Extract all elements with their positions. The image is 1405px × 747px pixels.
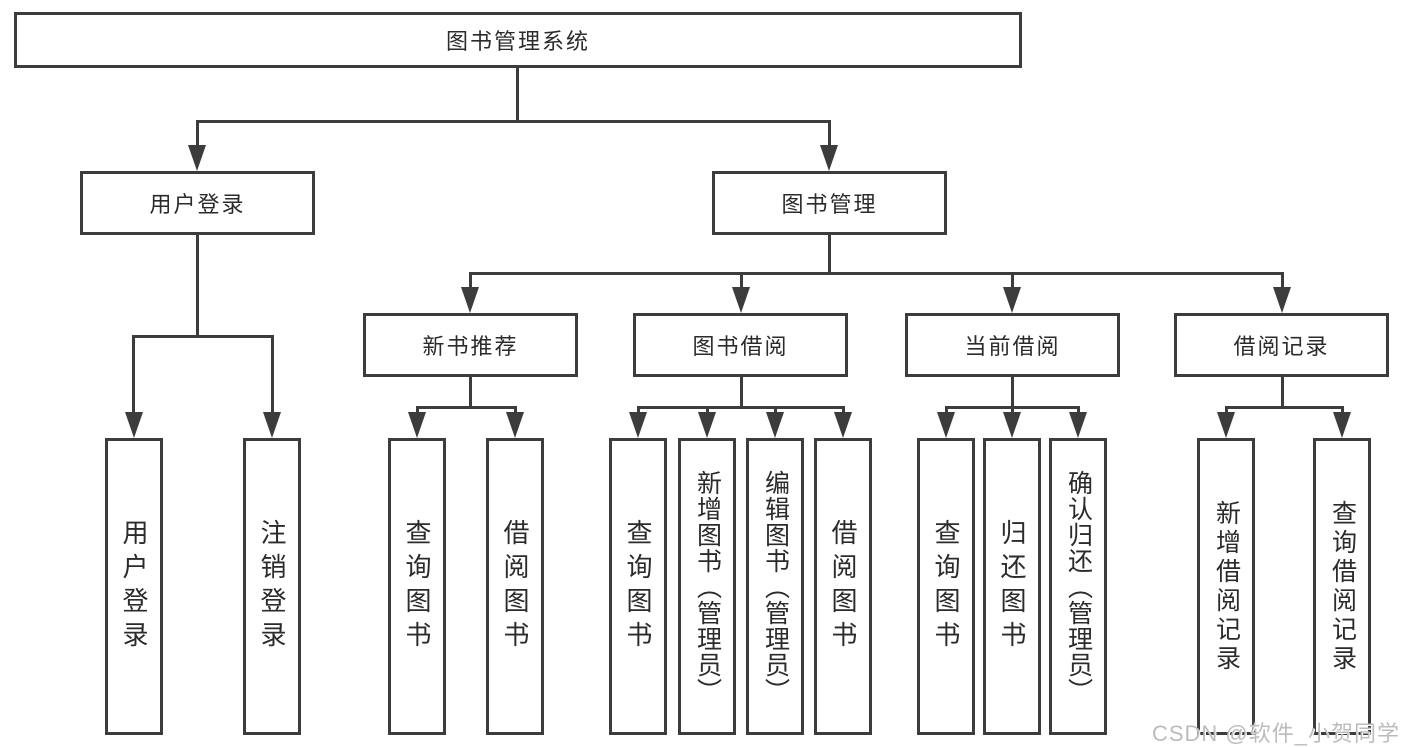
arrowhead-icon (263, 412, 281, 438)
connector-line (271, 335, 274, 415)
leaf-query-borrow-record: 查询借阅记录 (1313, 438, 1371, 735)
node-book-management: 图书管理 (712, 171, 947, 235)
connector-line (1077, 406, 1080, 416)
node-label: 借阅图书 (828, 518, 858, 655)
arrowhead-icon (834, 412, 852, 438)
leaf-return-books: 归还图书 (983, 438, 1041, 735)
arrowhead-icon (629, 412, 647, 438)
connector-line (1011, 272, 1014, 291)
arrowhead-icon (820, 145, 838, 171)
node-label: 图书管理 (781, 192, 878, 217)
node-label: 查询图书 (402, 518, 432, 655)
connector-line (196, 120, 831, 123)
connector-line (1011, 406, 1014, 416)
arrowhead-icon (506, 412, 524, 438)
connector-line (637, 406, 640, 416)
connector-line (842, 406, 845, 416)
node-label: 用户登录 (149, 192, 246, 217)
arrowhead-icon (937, 412, 955, 438)
node-label: 新增借阅记录 (1212, 499, 1241, 674)
arrowhead-icon (766, 412, 784, 438)
node-label: 确认归还（管理员） (1064, 469, 1093, 704)
arrowhead-icon (125, 412, 143, 438)
connector-line (514, 406, 517, 416)
arrowhead-icon (732, 287, 750, 313)
leaf-add-books-admin: 新增图书（管理员） (678, 438, 736, 735)
arrowhead-icon (408, 412, 426, 438)
leaf-logout: 注销登录 (243, 438, 301, 735)
connector-line (469, 377, 472, 409)
node-label: 借阅记录 (1233, 334, 1330, 359)
node-label: 查询借阅记录 (1328, 499, 1357, 674)
node-user-login: 用户登录 (80, 171, 315, 235)
leaf-borrow-books-recommend: 借阅图书 (486, 438, 544, 735)
connector-line (132, 335, 274, 338)
arrowhead-icon (461, 287, 479, 313)
node-label: 新书推荐 (422, 334, 519, 359)
node-label: 用户登录 (119, 518, 149, 655)
node-library-management-system: 图书管理系统 (14, 12, 1022, 68)
connector-line (196, 235, 199, 338)
node-label: 当前借阅 (964, 334, 1061, 359)
arrowhead-icon (1003, 412, 1021, 438)
node-book-borrow: 图书借阅 (633, 313, 848, 377)
leaf-query-books-recommend: 查询图书 (388, 438, 446, 735)
node-label: 归还图书 (997, 518, 1027, 655)
connector-line (740, 377, 743, 409)
node-current-borrow: 当前借阅 (905, 313, 1120, 377)
node-label: 新增图书（管理员） (693, 469, 722, 704)
arrowhead-icon (1003, 287, 1021, 313)
connector-line (828, 120, 831, 148)
connector-line (1281, 272, 1284, 291)
node-label: 查询图书 (623, 518, 653, 655)
arrowhead-icon (1273, 287, 1291, 313)
connector-line (469, 272, 1284, 275)
node-label: 图书管理系统 (445, 29, 590, 54)
leaf-borrow-books: 借阅图书 (814, 438, 872, 735)
connector-line (945, 406, 948, 416)
leaf-confirm-return-admin: 确认归还（管理员） (1049, 438, 1107, 735)
connector-line (1225, 406, 1228, 416)
node-borrow-records: 借阅记录 (1174, 313, 1389, 377)
arrowhead-icon (188, 145, 206, 171)
node-label: 借阅图书 (500, 518, 530, 655)
connector-line (416, 406, 419, 416)
arrowhead-icon (698, 412, 716, 438)
node-label: 查询图书 (931, 518, 961, 655)
leaf-user-login: 用户登录 (105, 438, 163, 735)
arrowhead-icon (1333, 412, 1351, 438)
connector-line (828, 235, 831, 275)
connector-line (740, 272, 743, 291)
arrowhead-icon (1217, 412, 1235, 438)
arrowhead-icon (1069, 412, 1087, 438)
connector-line (1011, 377, 1014, 409)
node-label: 编辑图书（管理员） (761, 469, 790, 704)
csdn-watermark: CSDN @软件_小贺同学 (1151, 721, 1400, 746)
node-new-book-recommend: 新书推荐 (363, 313, 578, 377)
connector-line (516, 68, 519, 122)
connector-line (637, 406, 845, 409)
connector-line (196, 120, 199, 148)
connector-line (1281, 377, 1284, 409)
connector-line (774, 406, 777, 416)
connector-line (469, 272, 472, 291)
connector-line (706, 406, 709, 416)
leaf-edit-books-admin: 编辑图书（管理员） (746, 438, 804, 735)
node-label: 图书借阅 (692, 334, 789, 359)
node-label: 注销登录 (257, 518, 287, 655)
leaf-add-borrow-record: 新增借阅记录 (1197, 438, 1255, 735)
leaf-query-books-current: 查询图书 (917, 438, 975, 735)
connector-line (132, 335, 135, 415)
connector-line (1225, 406, 1344, 409)
connector-line (416, 406, 517, 409)
leaf-query-books-borrow: 查询图书 (609, 438, 667, 735)
connector-line (1341, 406, 1344, 416)
